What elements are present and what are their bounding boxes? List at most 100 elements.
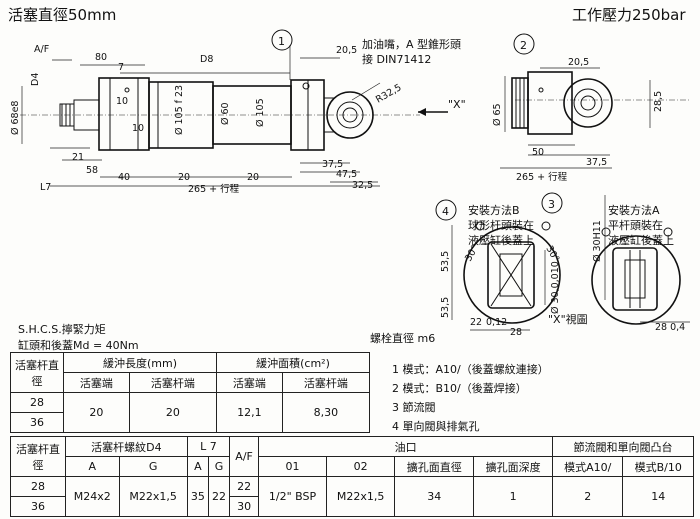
dim-20a: 20: [178, 172, 190, 183]
dim-22: 22: [470, 317, 482, 328]
cell-thread-g: M22x1,5: [118, 476, 188, 517]
dim-265b: 265 + 行程: [516, 171, 568, 183]
dim-20b: 20: [247, 172, 259, 183]
torque-line-1: S.H.C.S.擰緊力矩: [18, 323, 106, 336]
cell-l7-g: 22: [207, 476, 231, 517]
cell-l7-a: 35: [186, 476, 209, 517]
mount-a-view: [591, 195, 690, 325]
th-sub: 活塞杆端: [128, 372, 217, 393]
dim-40: 40: [118, 172, 130, 183]
dim-20-5b: 20,5: [568, 57, 589, 68]
svg-text:4: 4: [442, 205, 449, 218]
svg-text:2: 2: [520, 39, 527, 52]
callout-4: 4: [435, 199, 457, 221]
label-r325: R32,5: [374, 82, 404, 105]
dim-80: 80: [95, 52, 107, 63]
cell-rod: 28: [10, 476, 66, 497]
th-rod-diameter-2: 活塞杆直徑: [10, 436, 66, 477]
oil-note-2: 接 DIN71412: [362, 53, 431, 66]
mount-a-2: 平杆頭裝在: [608, 218, 663, 232]
title-right: 工作壓力250bar: [572, 6, 686, 24]
cell-len-piston: 20: [63, 392, 130, 433]
note-1: 1 模式：A10/（後蓋螺紋連接）: [392, 363, 549, 376]
dim-105f23: Ø 105 f 23: [174, 85, 185, 135]
th-rod-thread: 活塞杆螺紋D4: [65, 436, 188, 457]
dim-37-5a: 37,5: [322, 159, 343, 170]
dim-30-010: Ø 30,0,010: [550, 261, 561, 314]
cell-rod: 28: [10, 392, 64, 413]
label-d4: D4: [30, 73, 41, 86]
oil-note-1: 加油嘴，A 型錐形頭: [362, 37, 461, 51]
dim-50: 50: [532, 147, 544, 158]
note-3: 3 節流閥: [392, 401, 436, 414]
th-sub: A: [186, 456, 209, 477]
title-left: 活塞直徑50mm: [8, 6, 116, 24]
th-port: 油口: [258, 436, 554, 457]
dim-32-5: 32,5: [352, 180, 373, 191]
mount-b-3: 液壓缸後蓋上: [468, 233, 534, 247]
th-rod-diameter: 活塞杆直徑: [10, 352, 64, 393]
cell-area-piston: 12,1: [215, 392, 283, 433]
dim-28: 28: [510, 327, 522, 338]
label-af: A/F: [34, 44, 49, 55]
mount-a-1: 安裝方法A: [608, 203, 660, 217]
dim-30h11: Ø 30H11: [592, 220, 603, 262]
th-sub: 01: [258, 456, 328, 477]
mode-notes: 1 模式：A10/（後蓋螺紋連接） 2 模式：B10/（後蓋焊接） 3 節流閥 …: [392, 360, 549, 436]
dim-28-5: 28,5: [653, 91, 664, 112]
mount-b-2: 球形杆頭裝在: [468, 218, 534, 232]
th-sub: G: [207, 456, 231, 477]
cell-af: 22: [229, 476, 260, 497]
cell-thread-a: M24x2: [65, 476, 120, 517]
cell-port-02: M22x1,5: [326, 476, 396, 517]
th-sub: 模式B/10: [622, 456, 694, 477]
cell-counterbore-dia: 34: [394, 476, 475, 517]
dim-37-5b: 37,5: [586, 157, 607, 168]
note-2: 2 模式：B10/（後蓋焊接）: [392, 382, 527, 395]
dim-0-12: 0,12: [486, 317, 507, 328]
th-l7: L 7: [186, 436, 231, 457]
dim-20-5a: 20,5: [336, 45, 357, 56]
cushion-table: 活塞杆直徑 緩沖長度(mm) 緩沖面積(cm²) 活塞端 活塞杆端 活塞端 活塞…: [10, 352, 371, 433]
note-4: 4 單向閥與排氣孔: [392, 420, 480, 433]
th-sub: 活塞杆端: [281, 372, 371, 393]
cell-rod: 36: [10, 412, 64, 433]
cell-af: 30: [229, 496, 260, 517]
label-d8: D8: [200, 54, 213, 65]
th-sub: 擴孔面直徑: [394, 456, 475, 477]
dim-53-5b: 53,5: [440, 297, 451, 318]
mount-b-1: 安裝方法B: [468, 203, 520, 217]
dim-10a: 10: [116, 96, 128, 107]
th-sub: A: [65, 456, 120, 477]
cell-len-rod: 20: [128, 392, 217, 433]
cylinder-side-view: [20, 45, 448, 187]
dim-105: Ø 105: [255, 98, 266, 127]
dim-265a: 265 + 行程: [188, 183, 240, 195]
dim-53-5a: 53,5: [440, 251, 451, 272]
dim-21: 21: [72, 152, 84, 163]
dimension-table: 活塞杆直徑 活塞杆螺紋D4 L 7 A/F 油口 節流閥和單向閥凸台 A G A…: [10, 436, 694, 517]
torque-note: S.H.C.S.擰緊力矩 缸頭和後蓋Md = 40Nm: [18, 322, 139, 354]
th-sub: 擴孔面深度: [473, 456, 554, 477]
label-x-arrow: "X": [448, 98, 466, 111]
label-l7: L7: [40, 182, 51, 193]
dim-60: Ø 60: [220, 102, 231, 125]
th-sub: 模式A10/: [552, 456, 624, 477]
cell-counterbore-depth: 1: [473, 476, 554, 517]
callout-1: 1: [271, 29, 293, 51]
th-sub: 活塞端: [215, 372, 283, 393]
th-cushion-area: 緩沖面積(cm²): [215, 352, 371, 373]
cell-rod: 36: [10, 496, 66, 517]
dim-10b: 10: [132, 123, 144, 134]
label-view-x: "X"視圖: [548, 312, 588, 326]
dim-7: 7: [118, 62, 124, 73]
callout-2: 2: [513, 33, 535, 55]
dim-58: 58: [86, 165, 98, 176]
th-sub: 02: [326, 456, 396, 477]
cell-area-rod: 8,30: [281, 392, 371, 433]
th-af: A/F: [229, 436, 260, 477]
dim-65: Ø 65: [492, 103, 503, 126]
cell-mode-a10: 2: [552, 476, 624, 517]
